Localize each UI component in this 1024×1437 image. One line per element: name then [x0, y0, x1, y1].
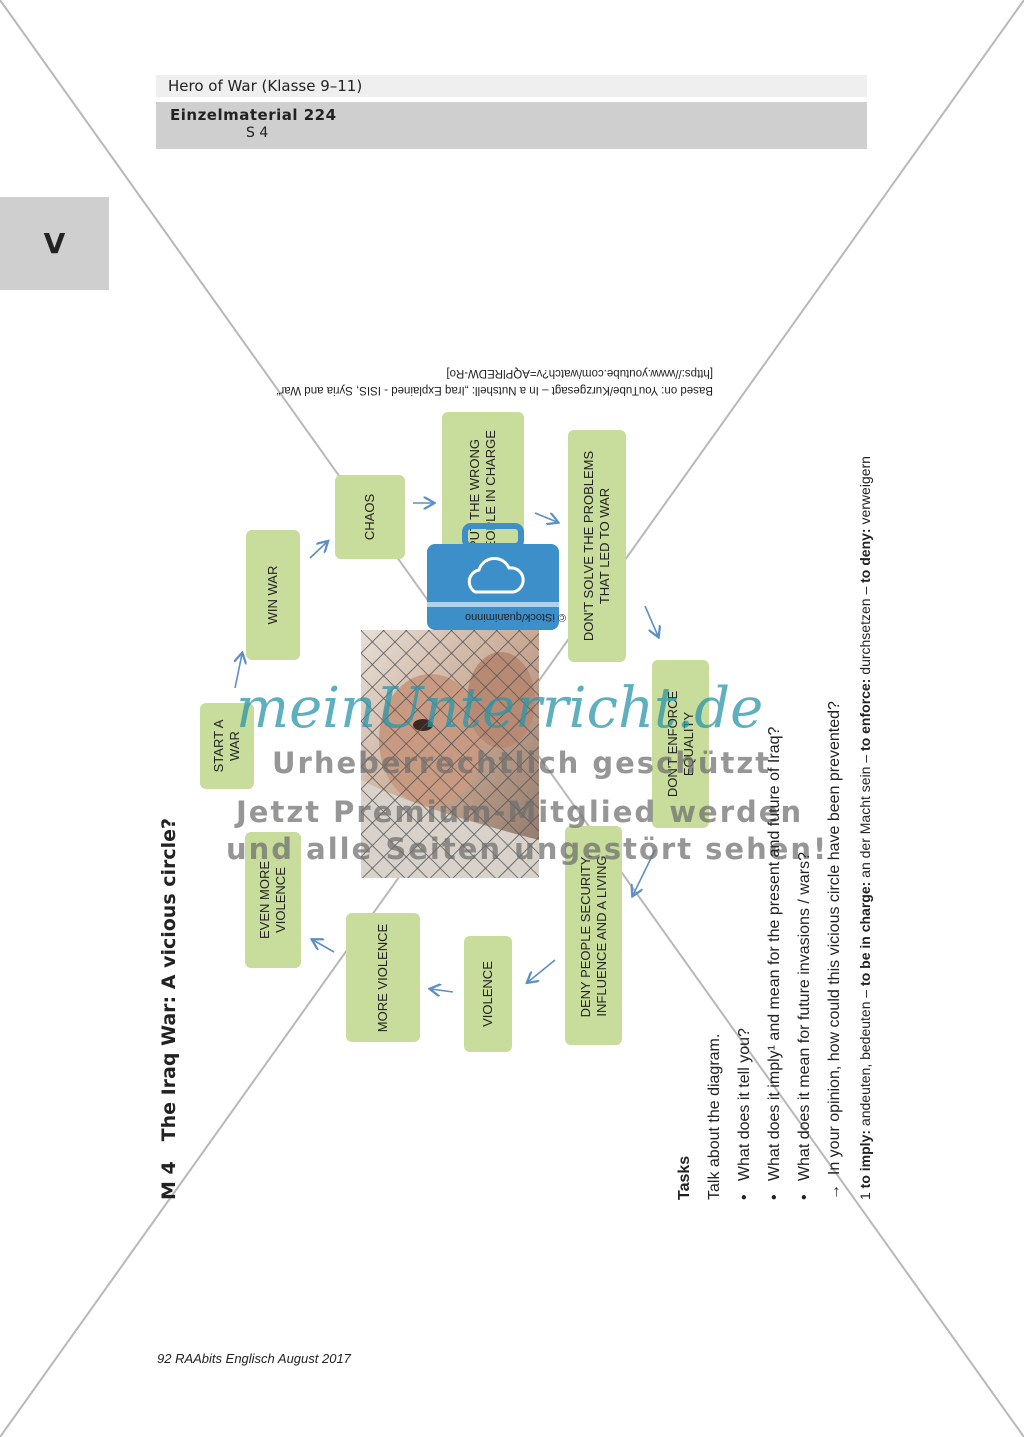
arrow-more-to-even-more	[313, 940, 335, 953]
box-start-war: START A WAR	[200, 703, 254, 789]
glossary-footnote: 1 to imply: andeuten, bedeuten – to be i…	[857, 456, 873, 1200]
box-even-more-violence: EVEN MORE VIOLENCE	[245, 832, 301, 968]
watermark-line-1: Urheberrechtlich geschützt	[272, 746, 772, 780]
arrow-win-to-chaos	[309, 542, 327, 559]
arrow-violence-to-more	[431, 989, 454, 992]
task-bullet: • What does it tell you?	[736, 1028, 753, 1200]
tasks-intro: Talk about the diagram.	[706, 1033, 723, 1200]
material-header: Einzelmaterial 224 S 4	[156, 102, 867, 149]
arrow-wrong-to-solve	[534, 512, 557, 522]
briefcase-cloud-icon	[427, 523, 559, 630]
box-win-war: WIN WAR	[246, 530, 300, 660]
section-tab: V	[0, 197, 109, 290]
watermark-line-2: Jetzt Premium-Mitglied werden	[236, 795, 804, 829]
box-deny-people: DENY PEOPLE SECURITY, INFLUENCE AND A LI…	[565, 826, 622, 1045]
watermark-brand: meinUnterricht.de	[236, 676, 764, 741]
watermark-line-3: und alle Seiten ungestört sehen!	[226, 832, 829, 866]
box-chaos: CHAOS	[335, 475, 405, 559]
box-violence: VIOLENCE	[464, 936, 512, 1052]
task-arrow: → In your opinion, how could this viciou…	[826, 701, 843, 1200]
page-label: S 4	[246, 125, 269, 141]
arrow-deny-to-violence	[528, 959, 556, 982]
box-equality: DON'T ENFORCE EQUALITY	[652, 660, 709, 828]
box-more-violence: MORE VIOLENCE	[346, 913, 420, 1042]
arrow-start-to-win	[235, 654, 242, 689]
tasks-heading: Tasks	[676, 1155, 693, 1200]
arrow-solve-to-equality	[644, 605, 658, 636]
arrow-right-icon: →	[826, 1184, 843, 1200]
fence-photo	[361, 630, 539, 878]
series-title: Hero of War (Klasse 9–11)	[156, 75, 867, 97]
tasks-block: Tasks Talk about the diagram. • What doe…	[670, 456, 880, 1200]
task-bullet: • What does it mean for future invasions…	[796, 852, 813, 1200]
photo-credit: © iStock/quaniminno	[464, 611, 566, 623]
page-footer: 92 RAAbits Englisch August 2017	[157, 1351, 351, 1366]
task-bullet: • What does it imply¹ and mean for the p…	[766, 726, 783, 1200]
arrow-equality-to-deny	[633, 849, 656, 895]
box-dont-solve: DON'T SOLVE THE PROBLEMS THAT LED TO WAR	[568, 430, 626, 662]
material-name: Einzelmaterial 224	[170, 106, 337, 124]
